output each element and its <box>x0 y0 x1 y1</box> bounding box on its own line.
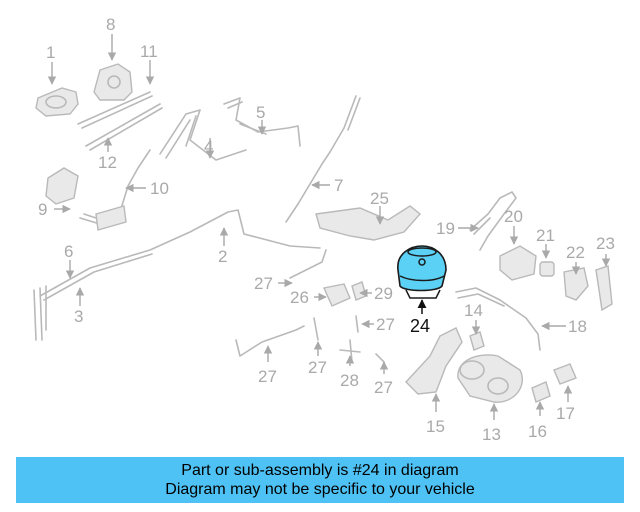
callout-27a[interactable]: 27 <box>254 274 273 293</box>
part-16-connector[interactable] <box>531 381 551 403</box>
part-21-gasket[interactable] <box>539 261 555 277</box>
callout-27d[interactable]: 27 <box>308 358 327 377</box>
callout-4[interactable]: 4 <box>204 137 213 156</box>
callout-3[interactable]: 3 <box>74 307 83 326</box>
callout-29[interactable]: 29 <box>374 284 393 303</box>
callout-24[interactable]: 24 <box>410 316 430 336</box>
part-12-sensor[interactable] <box>85 103 163 151</box>
part-13-pump[interactable] <box>457 354 523 403</box>
callout-28[interactable]: 28 <box>340 371 359 390</box>
callout-8[interactable]: 8 <box>106 15 115 34</box>
part-29-clip[interactable] <box>351 281 367 301</box>
part-24-reservoir[interactable] <box>397 245 447 299</box>
callout-27b[interactable]: 27 <box>376 315 395 334</box>
callout-16[interactable]: 16 <box>528 422 547 441</box>
part-9-valve[interactable] <box>45 167 79 205</box>
part-20-valve[interactable] <box>499 245 537 281</box>
callout-10[interactable]: 10 <box>150 179 169 198</box>
callout-26[interactable]: 26 <box>290 288 309 307</box>
callout-19[interactable]: 19 <box>436 219 455 238</box>
part-22-fitting[interactable] <box>563 267 589 301</box>
part-23-gasket[interactable] <box>595 265 613 312</box>
callout-11[interactable]: 11 <box>140 42 158 61</box>
part-2-line[interactable] <box>39 209 321 301</box>
part-27-hose[interactable] <box>235 325 305 357</box>
callout-9[interactable]: 9 <box>38 200 47 219</box>
callout-22[interactable]: 22 <box>566 243 585 262</box>
callout-15[interactable]: 15 <box>426 417 445 436</box>
part-14-clip[interactable] <box>469 331 485 351</box>
part-7-pipe[interactable] <box>285 95 361 223</box>
callout-7[interactable]: 7 <box>334 176 343 195</box>
callout-17[interactable]: 17 <box>556 404 575 423</box>
callout-27c[interactable]: 27 <box>258 367 277 386</box>
callout-13[interactable]: 13 <box>482 425 501 444</box>
callout-1[interactable]: 1 <box>46 43 55 62</box>
part-25-bracket[interactable] <box>315 205 422 241</box>
parts-diagram: 1 8 11 12 9 10 4 5 7 25 2 6 3 27 <box>33 15 615 444</box>
banner-line-part: Part or sub-assembly is #24 in diagram <box>181 462 459 479</box>
part-1-bracket[interactable] <box>35 87 79 117</box>
callout-25[interactable]: 25 <box>370 189 389 208</box>
part-27-clip-d[interactable] <box>313 317 319 341</box>
callout-5[interactable]: 5 <box>256 103 265 122</box>
banner-line-disclaimer: Diagram may not be specific to your vehi… <box>165 481 475 498</box>
callout-23[interactable]: 23 <box>596 234 615 253</box>
callout-6[interactable]: 6 <box>64 242 73 261</box>
part-8-mount[interactable] <box>93 63 133 101</box>
callout-27e[interactable]: 27 <box>374 378 393 397</box>
part-27-clip-e[interactable] <box>375 353 385 363</box>
info-banner: Part or sub-assembly is #24 in diagram D… <box>16 457 624 503</box>
part-11-cable[interactable] <box>77 91 153 129</box>
part-27-clip-b[interactable] <box>355 315 359 333</box>
callout-14[interactable]: 14 <box>464 301 483 320</box>
part-17-connector[interactable] <box>553 363 577 385</box>
part-6-line[interactable] <box>33 285 47 341</box>
part-27-clip-a[interactable] <box>289 249 327 279</box>
callout-2[interactable]: 2 <box>218 247 227 266</box>
part-18-hose[interactable] <box>455 287 541 351</box>
part-26-valve[interactable] <box>323 283 351 307</box>
part-15-bracket[interactable] <box>405 327 463 395</box>
callout-21[interactable]: 21 <box>536 226 555 245</box>
part-4-hose[interactable] <box>159 109 247 161</box>
callout-18[interactable]: 18 <box>568 317 587 336</box>
callout-12[interactable]: 12 <box>98 153 117 172</box>
callout-20[interactable]: 20 <box>504 207 523 226</box>
